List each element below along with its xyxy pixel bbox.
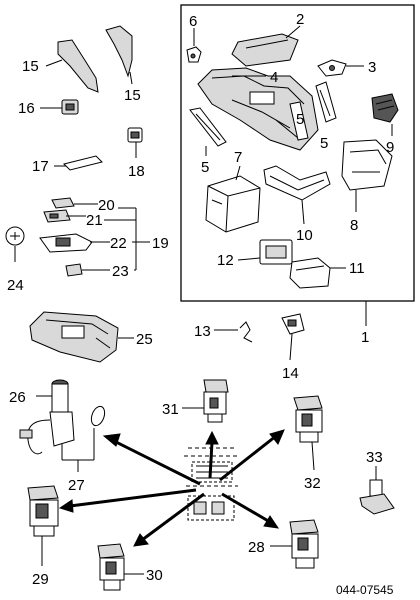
part-33-connector [359,479,395,515]
part-28-switch [289,519,319,569]
callout-9: 9 [386,139,394,156]
indicator-arrows [58,429,285,547]
callout-24: 24 [7,277,24,294]
leader-32 [311,441,315,471]
console-assembly-frame [180,4,415,302]
callout-10: 10 [296,227,313,244]
part-26-socket [19,379,75,455]
callout-5-left: 5 [201,159,209,176]
callout-5-middle: 5 [296,111,304,128]
callout-31: 31 [162,401,179,418]
part-15-trim-right [105,25,133,78]
callout-2: 2 [296,11,304,28]
part-23-switch [65,263,83,277]
callout-6: 6 [189,13,197,30]
diagram-code: 044-07545 [336,583,394,597]
leader-2 [285,25,301,39]
part-2-lid [231,33,299,67]
callout-23: 23 [112,263,129,280]
callout-26: 26 [9,389,26,406]
part-8-cup-holder [341,139,393,191]
callout-12: 12 [217,252,234,269]
part-29-switch [27,485,59,537]
part-11-tray [289,257,331,289]
part-31-switch [203,379,229,423]
part-22-bezel [39,233,93,253]
part-21-switch [43,209,71,223]
part-25-lower-panel [29,311,119,363]
callout-30: 30 [146,567,163,584]
part-3-clip [317,59,347,77]
part-16-clip [61,99,79,115]
callout-21: 21 [86,212,103,229]
part-13-clip [239,321,253,343]
part-5-panel-left [189,107,227,147]
part-12-bezel [259,239,293,265]
callout-1: 1 [361,329,369,346]
callout-16: 16 [18,100,35,117]
callout-15-left: 15 [22,58,39,75]
part-30-switch [97,543,125,591]
callout-11: 11 [349,260,365,277]
part-10-bracket [263,165,331,201]
leader-15b [129,71,133,85]
part-6-clip [186,46,202,63]
callout-27: 27 [68,477,85,494]
part-32-switch [293,395,323,443]
part-4-console-body [197,67,319,151]
part-9-vent [371,93,399,123]
leader-12 [237,257,261,261]
callout-32: 32 [304,475,321,492]
callout-18: 18 [128,163,145,180]
callout-29: 29 [32,571,49,588]
callout-19: 19 [152,235,169,252]
leader-15a [45,59,63,67]
callout-3: 3 [368,59,376,76]
part-7-box [205,175,261,233]
callout-20: 20 [98,197,115,214]
callout-15-right: 15 [124,87,141,104]
part-5-panel-middle [289,101,309,141]
leader-group-27 [61,428,95,472]
callout-4: 4 [270,69,278,86]
callout-13: 13 [194,323,211,340]
leader-group-19 [66,203,150,271]
part-20-switch [51,197,75,209]
part-18-clip [127,127,143,143]
part-27-ring [90,405,106,427]
callout-33: 33 [366,449,383,466]
callout-25: 25 [136,331,153,348]
callout-28: 28 [248,539,265,556]
part-14-bracket [281,313,305,335]
part-24-button [5,226,25,246]
callout-7: 7 [234,149,242,166]
callout-22: 22 [110,235,127,252]
callout-14: 14 [282,365,299,382]
part-17-plate [63,155,103,171]
callout-8: 8 [350,217,358,234]
callout-5-right: 5 [320,135,328,152]
leader-7 [235,165,241,181]
leader-10 [301,199,305,225]
callout-17: 17 [32,158,49,175]
leader-14 [289,333,293,361]
part-5-panel-right [315,81,337,123]
part-15-trim-left [57,39,99,93]
